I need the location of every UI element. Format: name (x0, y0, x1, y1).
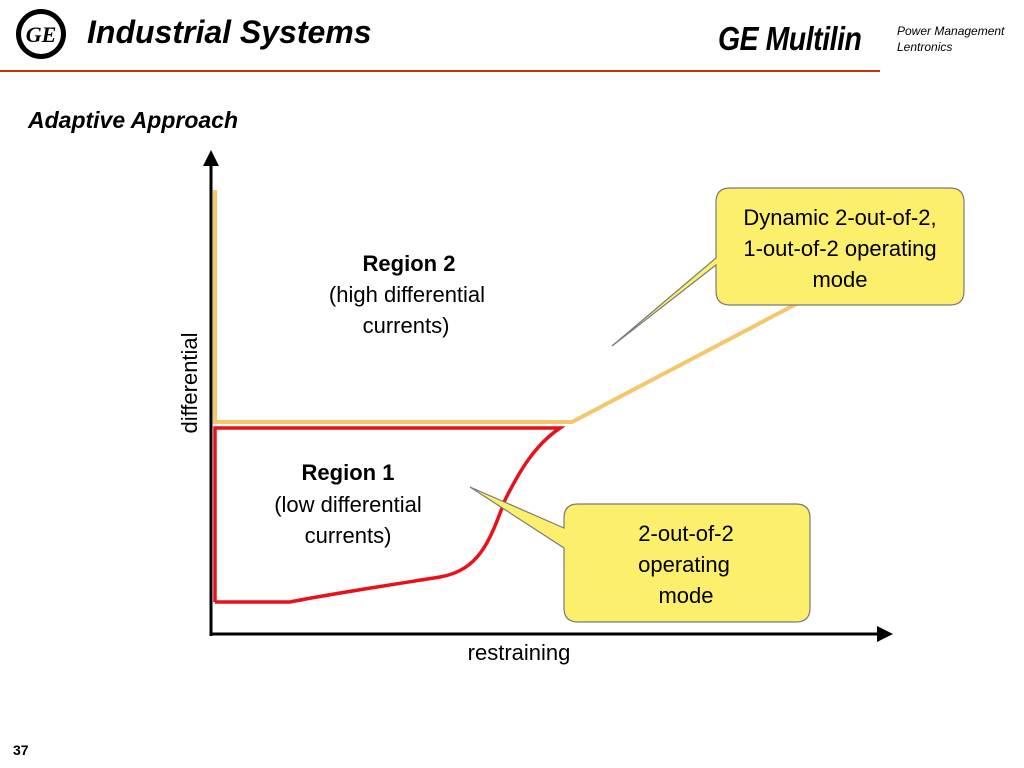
division-label: Power Management Lentronics (897, 23, 1004, 55)
ge-logo-text: GE (26, 22, 57, 47)
ge-logo-icon: GE (16, 9, 66, 59)
x-axis-arrowhead (877, 626, 893, 642)
region1-boundary-line (213, 426, 566, 604)
region1-desc-line1: (low differential (274, 492, 422, 517)
slide-subtitle: Adaptive Approach (28, 107, 239, 133)
region1-title: Region 1 (302, 460, 395, 485)
region2-desc-line1: (high differential (329, 282, 485, 307)
y-axis-label: differential (177, 332, 202, 433)
callout-bottom-line1: 2-out-of-2 (638, 521, 733, 546)
callout-bottom-line2: operating (638, 552, 730, 577)
page-title: Industrial Systems (87, 14, 372, 50)
brand-name: GE Multilin (718, 20, 862, 57)
callout-bottom: 2-out-of-2 operating mode (469, 486, 811, 623)
callout-top-line1: Dynamic 2-out-of-2, (743, 205, 936, 230)
header-rule (0, 70, 880, 72)
callout-bottom-line3: mode (658, 583, 713, 608)
division-line-2: Lentronics (897, 40, 953, 54)
page-number: 37 (13, 742, 29, 758)
callout-top-line3: mode (812, 267, 867, 292)
division-line-1: Power Management (897, 24, 1005, 38)
y-axis-arrowhead (203, 150, 219, 166)
x-axis-label: restraining (468, 640, 571, 665)
region2-title: Region 2 (363, 251, 456, 276)
callout-top-line2: 1-out-of-2 operating (743, 236, 936, 261)
region2-desc-line2: currents) (363, 313, 450, 338)
region1-desc-line2: currents) (305, 523, 392, 548)
callout-top: Dynamic 2-out-of-2, 1-out-of-2 operating… (611, 187, 965, 347)
region2-boundary-line (213, 190, 801, 424)
